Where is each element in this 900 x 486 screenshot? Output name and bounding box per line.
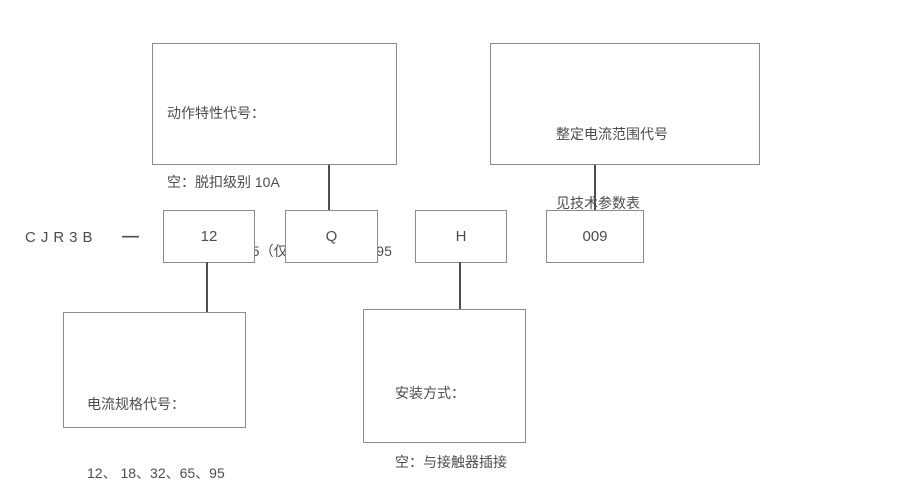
code-box-mounting: H <box>415 210 507 263</box>
callout-line: 动作特性代号： <box>167 105 265 121</box>
callout-line: 空：与接触器插接 <box>395 454 507 470</box>
callout-line: 见技术参数表 <box>556 195 640 211</box>
connector-line-current-spec <box>206 262 208 312</box>
callout-current-range: 整定电流范围代号 见技术参数表 <box>490 43 760 211</box>
connector-line-mounting <box>459 262 461 309</box>
callout-current-spec: 电流规格代号： 12、 18、32、65、95 <box>63 312 246 481</box>
callout-mounting: 安装方式： 空：与接触器插接 H ：独立安装 <box>363 309 526 470</box>
callout-line: 空：脱扣级别 10A <box>167 174 280 190</box>
connector-line-current-range <box>594 165 596 210</box>
dash-separator: — <box>122 226 139 245</box>
callout-line: 电流规格代号： <box>87 396 185 412</box>
callout-line: 整定电流范围代号 <box>556 126 668 142</box>
code-box-current-spec: 12 <box>163 210 255 263</box>
connector-line-trip-class <box>328 165 330 210</box>
code-box-trip-class: Q <box>285 210 378 263</box>
model-prefix-label: CJR3B <box>25 229 98 246</box>
code-box-current-range: 009 <box>546 210 644 263</box>
callout-line: 12、 18、32、65、95 <box>87 465 225 481</box>
callout-trip-class: 动作特性代号： 空：脱扣级别 10A Q：脱扣级别 5（仅18、32、65、95… <box>152 43 397 328</box>
callout-line: 安装方式： <box>395 385 465 401</box>
